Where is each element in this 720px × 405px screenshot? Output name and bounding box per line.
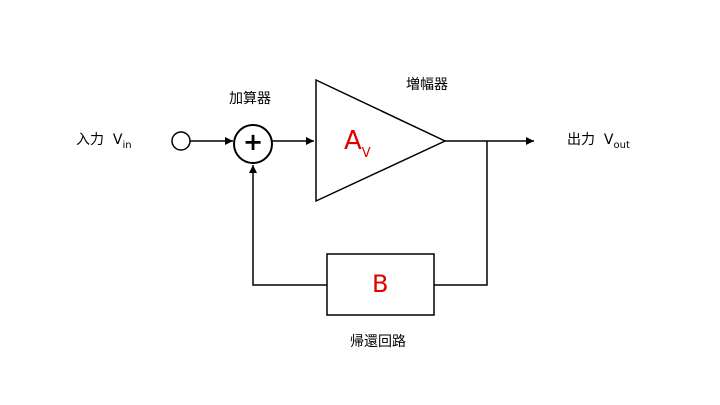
amplifier-label: 増幅器 bbox=[406, 77, 448, 93]
gain-label: AV bbox=[344, 126, 371, 161]
plus-sign: + bbox=[243, 128, 264, 156]
input-label: 入力 Vin bbox=[76, 132, 132, 151]
feedback-block-label: B bbox=[372, 270, 389, 298]
amplifier-triangle bbox=[315, 78, 447, 203]
input-terminal bbox=[171, 131, 191, 151]
feedback-wire-left bbox=[249, 165, 327, 286]
feedback-circuit-label: 帰還回路 bbox=[350, 334, 406, 350]
feedback-wire-right bbox=[434, 141, 488, 286]
output-label: 出力 Vout bbox=[567, 132, 630, 151]
summer-label: 加算器 bbox=[229, 91, 271, 107]
summing-junction bbox=[233, 124, 273, 164]
feedback-block bbox=[326, 253, 435, 316]
